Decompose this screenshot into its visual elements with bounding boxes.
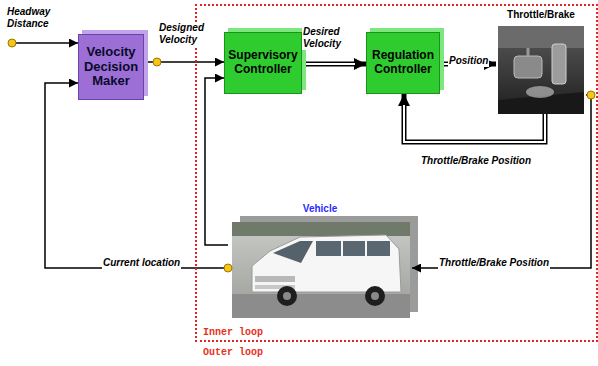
port-dot (224, 264, 232, 272)
signal-connector (412, 95, 591, 268)
port-dot (8, 39, 16, 47)
label-slot: Throttle/Brake Position (438, 252, 588, 270)
signal-label: Designed Velocity (158, 22, 208, 46)
node-heading: Vehicle (303, 202, 337, 216)
connector-gap (302, 63, 355, 65)
controller-box: Regulation Controller (366, 32, 440, 94)
label-slot: Headway Distance (6, 6, 58, 31)
node-label: Supervisory Controller (228, 49, 298, 77)
connector-line (205, 78, 228, 245)
label-slot: Designed Velocity (158, 22, 208, 47)
label-slot: Outer loop (203, 347, 323, 358)
connector-gap (404, 105, 545, 142)
process-box: Velocity Decision Maker (78, 34, 144, 100)
controller-box: Supervisory Controller (224, 32, 302, 94)
signal-connector (302, 64, 366, 65)
signal-connector (45, 83, 228, 268)
signal-label: Throttle/Brake Position (438, 257, 550, 269)
label-slot: Position (448, 50, 498, 68)
node-heading: Throttle/Brake (507, 8, 575, 22)
input-line (16, 42, 78, 44)
node-label: Velocity Decision Maker (82, 45, 140, 90)
node-label: Inner loop (203, 327, 263, 338)
signal-label: Desired Velocity (302, 26, 354, 50)
signal-label: Current location (102, 257, 181, 269)
label-slot: Throttle/Brake Position (420, 150, 570, 168)
connector-line (302, 62, 366, 67)
label-slot: Current location (102, 252, 202, 270)
vehicle-node: Vehicle (228, 202, 412, 320)
port-dot (587, 91, 595, 99)
connector-line (404, 94, 545, 142)
node-label: Regulation Controller (370, 49, 436, 77)
signal-label: Throttle/Brake Position (420, 155, 532, 167)
vehicle-photo (232, 216, 418, 318)
signal-connector (404, 94, 545, 142)
loop-label: Outer loop (203, 347, 323, 358)
port-dot (153, 58, 161, 66)
connector-line (412, 95, 591, 268)
connector-line (45, 83, 228, 268)
input-label: Headway Distance (6, 6, 58, 30)
actuator-node: Throttle/Brake (496, 8, 586, 114)
signal-connector (205, 78, 228, 245)
signal-label: Position (448, 55, 489, 67)
loop-region: Inner loop Supervisory Controller Regulati… (195, 4, 598, 342)
label-slot: Desired Velocity (302, 26, 354, 51)
pedal-photo (498, 26, 584, 114)
